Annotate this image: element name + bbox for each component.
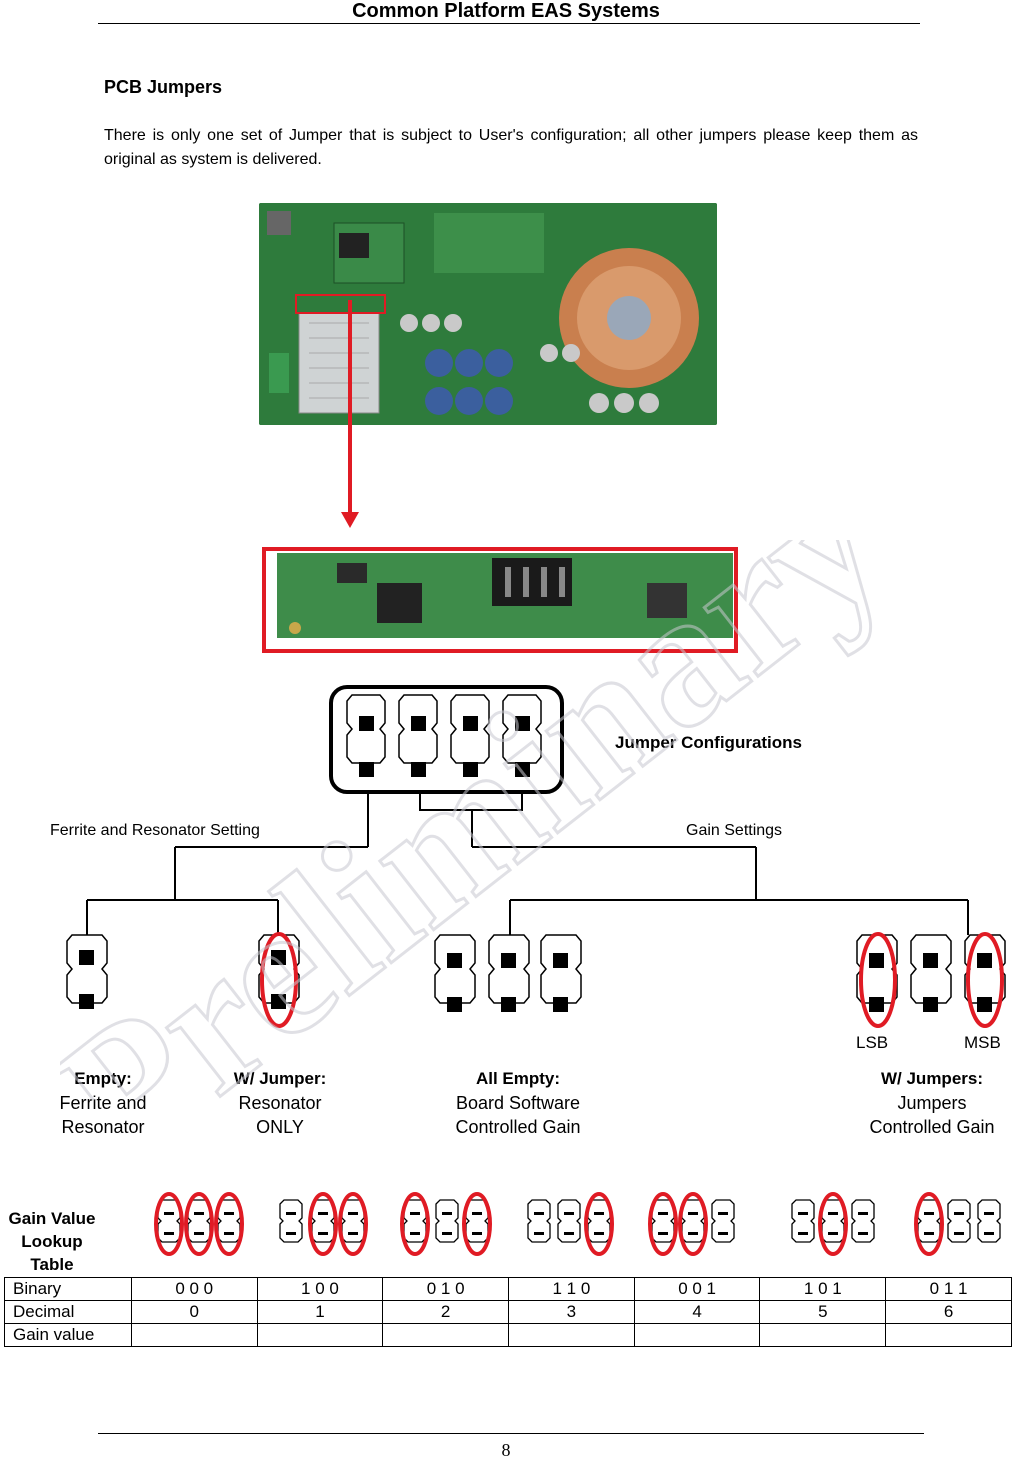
table-cell: 1 0 0 xyxy=(256,1277,384,1301)
lookup-label: Gain Value Lookup Table xyxy=(0,1207,104,1276)
table-cell: 1 0 1 xyxy=(759,1277,887,1301)
pcb-photo xyxy=(259,203,717,425)
section-title: PCB Jumpers xyxy=(104,77,223,97)
option-line: ONLY xyxy=(256,1117,304,1137)
table-cell: 1 xyxy=(256,1300,384,1324)
header-rule xyxy=(98,23,920,24)
pcb-drawing xyxy=(259,203,717,425)
lookup-label-line: Lookup xyxy=(21,1232,83,1251)
table-cell: 5 xyxy=(759,1300,887,1324)
option-caption: W/ Jumpers: Jumpers Controlled Gain xyxy=(852,1067,1012,1139)
zoom-photo xyxy=(277,553,733,638)
option-title: All Empty: xyxy=(475,1069,561,1088)
table-row: Binary 0 0 0 1 0 0 0 1 0 1 1 0 0 0 1 1 0… xyxy=(4,1277,1012,1301)
row-header: Gain value xyxy=(4,1323,132,1347)
row-header: Decimal xyxy=(4,1300,132,1324)
option-line: Controlled Gain xyxy=(455,1117,581,1137)
option-line: Controlled Gain xyxy=(869,1117,995,1137)
option-line: Ferrite and xyxy=(59,1093,147,1113)
table-cell xyxy=(382,1323,510,1347)
option-caption: Empty: Ferrite and Resonator xyxy=(30,1067,176,1139)
table-cell xyxy=(508,1323,635,1347)
option-title: Empty: xyxy=(74,1069,132,1088)
intro-paragraph: There is only one set of Jumper that is … xyxy=(104,127,918,168)
table-cell xyxy=(759,1323,887,1347)
table-cell: 1 1 0 xyxy=(508,1277,635,1301)
table-cell: 0 0 0 xyxy=(130,1277,258,1301)
lookup-label-line: Table xyxy=(30,1255,74,1274)
document-header: Common Platform EAS Systems xyxy=(352,0,660,22)
lookup-jumper-icons xyxy=(154,1192,1001,1256)
option-title: W/ Jumpers: xyxy=(880,1069,984,1088)
table-row: Decimal 0 1 2 3 4 5 6 xyxy=(4,1300,1012,1324)
option-line: Jumpers xyxy=(897,1093,967,1113)
page-number: 8 xyxy=(501,1440,511,1460)
table-cell xyxy=(130,1323,258,1347)
msb-label: MSB xyxy=(964,1033,1001,1052)
right-branch-label: Gain Settings xyxy=(686,822,783,839)
lookup-label-line: Gain Value xyxy=(8,1209,96,1228)
table-cell xyxy=(885,1323,1012,1347)
table-cell xyxy=(633,1323,761,1347)
jumper-diagram xyxy=(66,685,1006,1028)
option-title: W/ Jumper: xyxy=(233,1069,327,1088)
zoom-highlight-frame xyxy=(262,547,738,653)
lsb-label: LSB xyxy=(856,1033,889,1052)
zoom-drawing xyxy=(277,553,733,638)
table-cell: 0 1 0 xyxy=(382,1277,510,1301)
option-line: Board Software xyxy=(455,1093,581,1113)
gain-lookup-table: Binary 0 0 0 1 0 0 0 1 0 1 1 0 0 0 1 1 0… xyxy=(4,1277,1012,1347)
option-caption: W/ Jumper: Resonator ONLY xyxy=(205,1067,355,1139)
option-caption: All Empty: Board Software Controlled Gai… xyxy=(428,1067,608,1139)
option-line: Resonator xyxy=(61,1117,145,1137)
diagram-title: Jumper Configurations xyxy=(615,733,803,752)
table-cell: 2 xyxy=(382,1300,510,1324)
table-cell xyxy=(256,1323,384,1347)
table-cell: 6 xyxy=(885,1300,1012,1324)
option-line: Resonator xyxy=(238,1093,322,1113)
pointer-arrow xyxy=(341,300,359,528)
row-header: Binary xyxy=(4,1277,132,1301)
table-cell: 0 1 1 xyxy=(885,1277,1012,1301)
table-cell: 0 0 1 xyxy=(633,1277,761,1301)
table-cell: 4 xyxy=(633,1300,761,1324)
left-branch-label: Ferrite and Resonator Setting xyxy=(50,822,260,839)
table-cell: 0 xyxy=(130,1300,258,1324)
footer-rule xyxy=(98,1433,924,1434)
table-row: Gain value xyxy=(4,1323,1012,1347)
table-cell: 3 xyxy=(508,1300,635,1324)
